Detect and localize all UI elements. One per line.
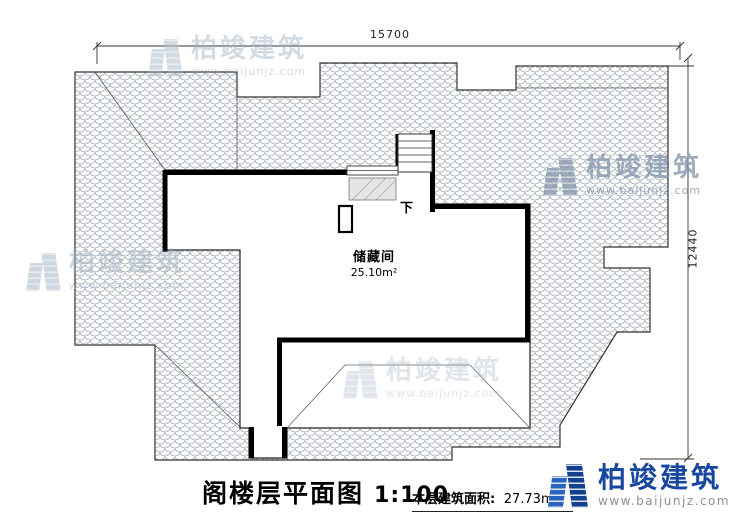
brand-logo: 柏竣建筑 www.baijunjz.com bbox=[547, 460, 731, 508]
brand-url: www.baijunjz.com bbox=[598, 493, 731, 508]
brand-logo-icon bbox=[547, 462, 589, 508]
floor-area-value: 27.73m² bbox=[503, 492, 559, 507]
stair-landing-hatch bbox=[348, 177, 397, 201]
drawing-scale: 1:100 bbox=[374, 483, 450, 508]
stair-direction-label: 下 bbox=[400, 201, 414, 216]
window-symbol bbox=[346, 165, 399, 176]
room-area-value: 25.10m² bbox=[350, 266, 398, 280]
floor-area-label: 本层建筑面积: bbox=[412, 492, 496, 507]
roof-ridge-lines bbox=[94, 71, 668, 428]
room-name: 储藏间 bbox=[352, 250, 395, 265]
dimension-right-value: 12440 bbox=[686, 228, 700, 269]
door-frame bbox=[337, 204, 354, 234]
dimension-top-value: 15700 bbox=[370, 28, 410, 41]
floor-area-note: 本层建筑面积: 27.73m² bbox=[412, 488, 573, 512]
drawing-title-text: 阁楼层平面图 bbox=[202, 479, 365, 508]
dimension-line-top bbox=[92, 41, 685, 64]
stairs bbox=[397, 133, 433, 173]
room-label: 储藏间 25.10m² bbox=[318, 250, 430, 280]
brand-name: 柏竣建筑 bbox=[598, 460, 723, 494]
dimension-line-right bbox=[640, 53, 694, 463]
drawing-title: 阁楼层平面图 1:100 bbox=[202, 474, 449, 510]
